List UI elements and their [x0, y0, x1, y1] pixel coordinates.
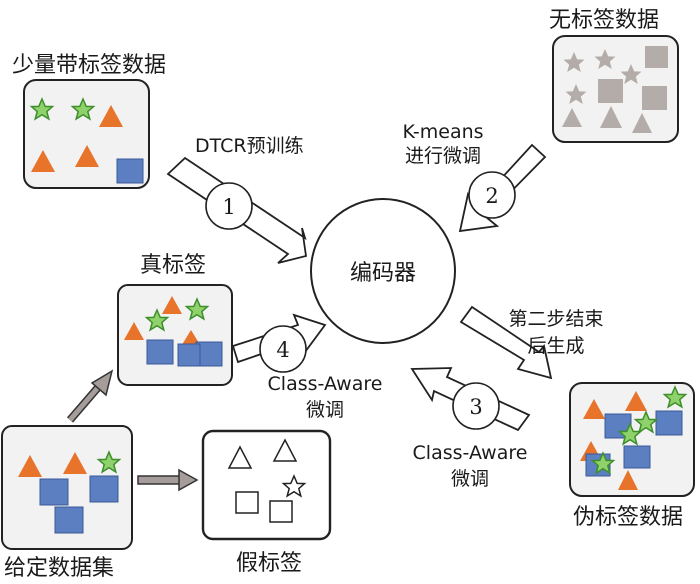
labeled-data-node: 少量带标签数据: [12, 53, 166, 189]
triangle-icon: [562, 108, 582, 127]
step-4-arrow: 4 Class-Aware 微调: [231, 313, 383, 421]
unlabeled-data-label: 无标签数据: [549, 8, 659, 33]
triangle-icon: [99, 105, 123, 127]
step-2-badge: [468, 171, 516, 219]
step-2-number: 2: [485, 184, 498, 208]
triangle-icon: [75, 145, 99, 167]
encoder-label: 编码器: [350, 261, 416, 286]
step-4-badge: [259, 325, 307, 373]
square-icon: [39, 478, 69, 506]
triangle-icon: [625, 391, 647, 411]
step-3-label-line1: Class-Aware: [413, 442, 528, 464]
generate-label-line2: 后生成: [527, 335, 584, 357]
given-dataset-label: 给定数据集: [4, 556, 114, 581]
square-icon: [235, 491, 259, 514]
square-icon: [89, 475, 119, 503]
step-1-number: 1: [222, 195, 235, 219]
triangle-icon: [583, 399, 605, 419]
hollow-arrow: [459, 305, 553, 380]
fake-labels-label: 假标签: [236, 551, 302, 576]
encoder-node: 编码器: [310, 198, 456, 344]
step-4-number: 4: [276, 338, 289, 362]
step-1-badge: [205, 182, 253, 230]
encoder-circle: [310, 198, 456, 344]
given-to-fake-arrow: [137, 468, 199, 492]
triangle-icon: [600, 106, 622, 128]
fake-labels-box: [201, 429, 332, 541]
triangle-icon: [632, 113, 652, 133]
generate-label-line1: 第二步结束: [508, 308, 603, 330]
step-3-badge: [452, 382, 500, 430]
step-2-label-line1: K-means: [402, 121, 483, 143]
square-icon: [645, 46, 668, 68]
step-4-label-line2: 微调: [306, 399, 344, 421]
step-4-label-line1: Class-Aware: [268, 373, 383, 395]
pseudo-labeled-node: 伪标签数据: [569, 382, 695, 530]
square-icon: [177, 343, 201, 367]
triangle-icon: [63, 452, 87, 474]
generate-arrow: 第二步结束 后生成: [459, 305, 604, 380]
square-icon: [54, 506, 84, 534]
triangle-icon: [162, 296, 182, 314]
square-icon: [623, 445, 651, 469]
triangle-icon: [124, 322, 144, 340]
square-icon: [116, 158, 144, 184]
triangle-icon: [272, 438, 298, 462]
fake-labels-node: 假标签: [201, 429, 332, 576]
square-icon: [598, 79, 623, 103]
triangle-icon: [618, 470, 638, 490]
step-3-arrow: 3 Class-Aware 微调: [410, 367, 531, 490]
step-2-label-line2: 进行微调: [405, 145, 481, 167]
step-1-label: DTCR预训练: [195, 135, 304, 157]
given-dataset-node: 给定数据集: [1, 425, 133, 581]
step-3-number: 3: [469, 395, 482, 419]
triangle-icon: [18, 455, 42, 477]
labeled-data-label: 少量带标签数据: [12, 53, 166, 78]
step-1-arrow: 1 DTCR预训练: [166, 135, 308, 264]
step-2-arrow: 2 K-means 进行微调: [402, 121, 547, 233]
true-labels-label: 真标签: [140, 253, 206, 278]
square-icon: [146, 339, 174, 365]
square-icon: [269, 500, 293, 523]
true-labels-node: 真标签: [117, 253, 233, 386]
square-icon: [642, 86, 667, 110]
square-icon: [655, 410, 683, 436]
triangle-icon: [227, 445, 253, 469]
step-3-label-line2: 微调: [451, 468, 489, 490]
unlabeled-data-node: 无标签数据: [549, 8, 679, 143]
triangle-icon: [31, 150, 55, 172]
pseudo-labeled-label: 伪标签数据: [573, 505, 683, 530]
given-to-true-arrow: [66, 369, 114, 423]
